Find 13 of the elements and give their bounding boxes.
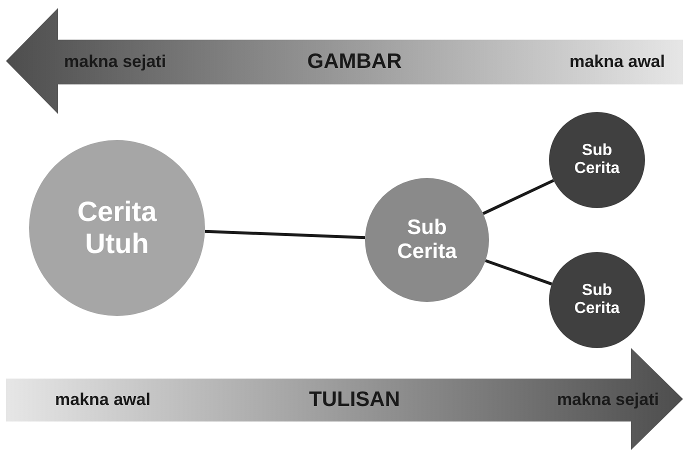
band-label: makna awal	[570, 52, 665, 72]
band-label: makna sejati	[556, 390, 659, 410]
connector-line	[482, 179, 554, 215]
connector-line	[204, 230, 366, 240]
band-label: makna awal	[55, 390, 150, 410]
band-title: GAMBAR	[307, 50, 402, 74]
band-label: makna sejati	[64, 52, 166, 72]
node-label: Sub Cerita	[573, 142, 621, 178]
band-title: TULISAN	[309, 388, 400, 412]
node-label: Cerita Utuh	[76, 196, 158, 260]
node-label: Sub Cerita	[396, 216, 458, 264]
connector-line	[484, 259, 552, 286]
node-label: Sub Cerita	[573, 282, 621, 318]
